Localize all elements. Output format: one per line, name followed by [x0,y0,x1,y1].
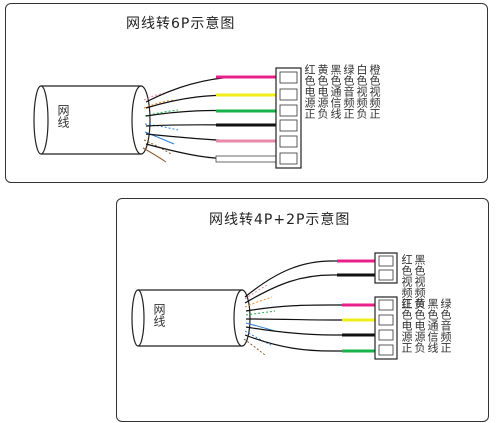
connector-6p [275,67,302,169]
wire-red [145,75,276,103]
wire-yellow [145,93,276,109]
4p-pin-label-4: 绿色音频正 [439,298,452,353]
2p-pin-label-1: 红色视频正 [400,254,413,309]
wire-4p-black [245,326,375,337]
pin-label-5: 白色视频负 [355,64,368,119]
diagram-panel-6p: 网线转6P示意图 [5,3,488,183]
wire-4p-red [245,303,375,312]
diagram-title: 网线转6P示意图 [126,16,236,32]
4p-pin-label-1: 红色电源正 [400,298,413,353]
cable [33,85,151,155]
4p-pin-label-3: 黑色通信线 [426,298,439,353]
diagram-title: 网线转4P+2P示意图 [209,212,351,228]
diagram-panel-4p2p: 网线转4P+2P示意图 [116,198,489,422]
pin-label-6: 橙色视频正 [368,64,381,119]
wire-4p-yellow [245,318,375,322]
pin-label-1: 红色电源正 [303,64,316,119]
connector-2p [374,252,398,284]
pin-label-3: 黑色通信线 [329,64,342,119]
wire-white [145,133,276,143]
wire-orange [145,143,277,163]
wire-green [145,123,276,127]
2p-pin-label-2: 黑色视频负 [413,254,426,309]
wire-black [145,109,276,117]
pin-label-2: 黄色电源负 [316,64,329,119]
4p-pin-label-2: 黄色电源负 [413,298,426,353]
pin-label-4: 绿色音频正 [342,64,355,119]
wiring-diagram-6p [33,67,302,169]
wiring-diagram-4p2p [131,252,398,360]
wire-2p-black [244,273,375,304]
connector-4p [374,296,398,360]
wire-2p-red [244,259,375,298]
cable-label: 网线 [56,104,70,128]
cable [131,289,251,347]
wire-4p-green [244,334,375,353]
cable-label: 网线 [152,303,166,327]
